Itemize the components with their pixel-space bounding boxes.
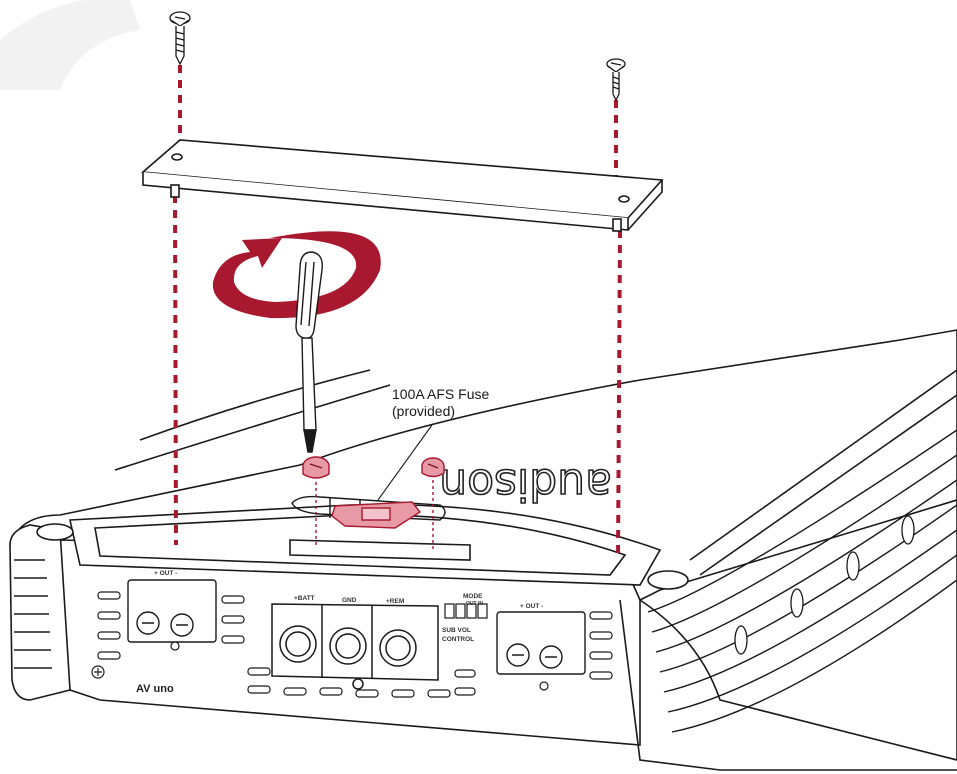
left-output-terminal: + OUT - (127, 570, 217, 643)
fuse-guides (315, 480, 434, 552)
front-vents (97, 591, 613, 698)
fuse-icon (331, 501, 422, 529)
screw-icon (169, 11, 191, 66)
mode-label: MODE (463, 593, 483, 600)
left-heatsink-fins (14, 559, 52, 669)
brand-logo-text: audison (439, 459, 612, 510)
front-panel-screws (91, 641, 549, 691)
control-label: CONTROL (442, 636, 474, 643)
heatsink-screws (734, 515, 915, 655)
fuse-label-line2: (provided) (392, 403, 456, 419)
amplifier-body (8, 329, 957, 771)
right-out-label: + OUT - (520, 603, 543, 610)
brand-logo: audison (438, 458, 612, 511)
fuse-callout-leader (377, 424, 433, 501)
rotation-arrow-icon (212, 231, 381, 319)
control-connector: MODE OUT IN SUB VOL CONTROL (442, 593, 488, 643)
watermark-arc (0, 0, 140, 90)
left-out-label: + OUT - (154, 570, 177, 577)
screwdriver-icon (295, 251, 323, 453)
fuse-clamp-screws (302, 456, 445, 479)
screw-icon (606, 58, 626, 102)
batt-label: +BATT (294, 595, 315, 602)
rem-label: +REM (386, 598, 404, 605)
right-output-terminal: + OUT - (496, 603, 586, 675)
fuse-callout: 100A AFS Fuse (provided) (392, 386, 489, 420)
power-terminal-block: +BATT GND +REM (271, 595, 439, 690)
model-name: AV uno (136, 683, 174, 695)
gnd-label: GND (342, 597, 357, 604)
sub-vol-label: SUB VOL (442, 627, 471, 634)
fuse-label-line1: 100A AFS Fuse (392, 386, 490, 402)
out-in-label: OUT IN (466, 601, 483, 607)
top-cover-plate (141, 139, 664, 232)
